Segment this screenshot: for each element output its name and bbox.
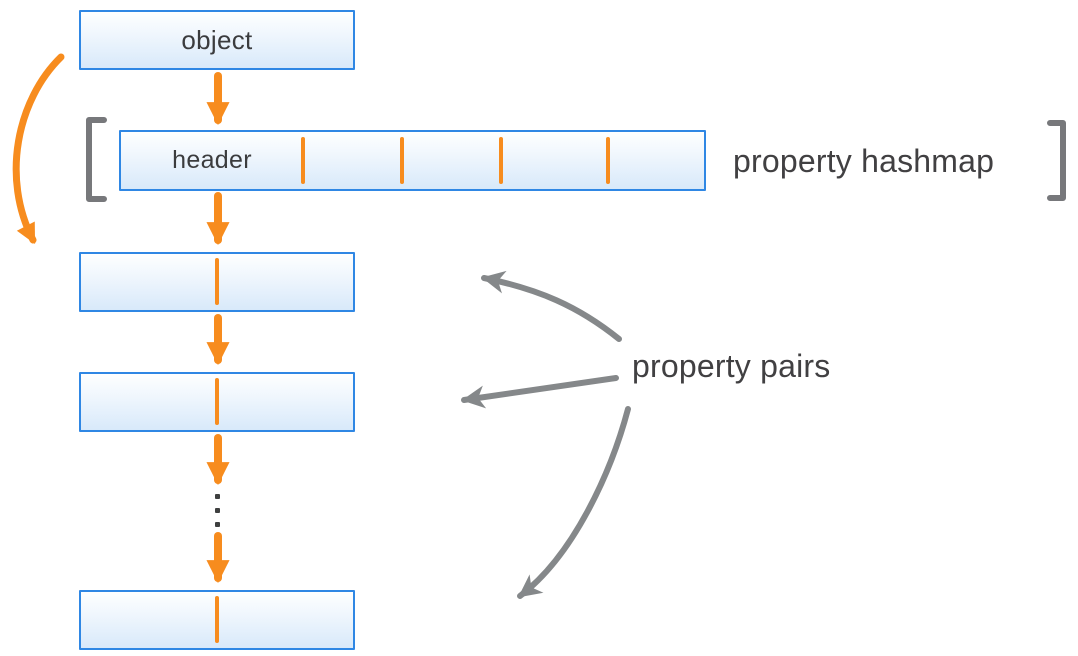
left-bracket — [86, 117, 107, 202]
property-pair-box — [79, 372, 355, 432]
property-pairs-label: property pairs — [632, 348, 831, 384]
slot-divider — [606, 137, 610, 184]
property-pair-box — [79, 590, 355, 650]
pairs-pointer-arrow-middle — [461, 375, 619, 409]
header-cell-label: header — [172, 146, 252, 174]
vertical-ellipsis-icon — [215, 494, 220, 527]
pair-divider — [215, 378, 219, 425]
object-box: object — [79, 10, 355, 70]
pair-divider — [215, 258, 219, 305]
object-box-label: object — [181, 24, 253, 55]
hashmap-header-box: header — [119, 130, 706, 191]
pairs-pointer-arrow-bottom — [517, 406, 631, 599]
slot-divider — [499, 137, 503, 184]
pair-divider — [215, 596, 219, 643]
slot-divider — [400, 137, 404, 184]
right-bracket — [1047, 120, 1066, 201]
pairs-pointer-arrow-top — [481, 270, 622, 342]
property-pair-box — [79, 252, 355, 312]
property-hashmap-label: property hashmap — [733, 143, 995, 179]
arrow-object-to-pair1-curved — [12, 53, 65, 244]
slot-divider — [301, 137, 305, 184]
